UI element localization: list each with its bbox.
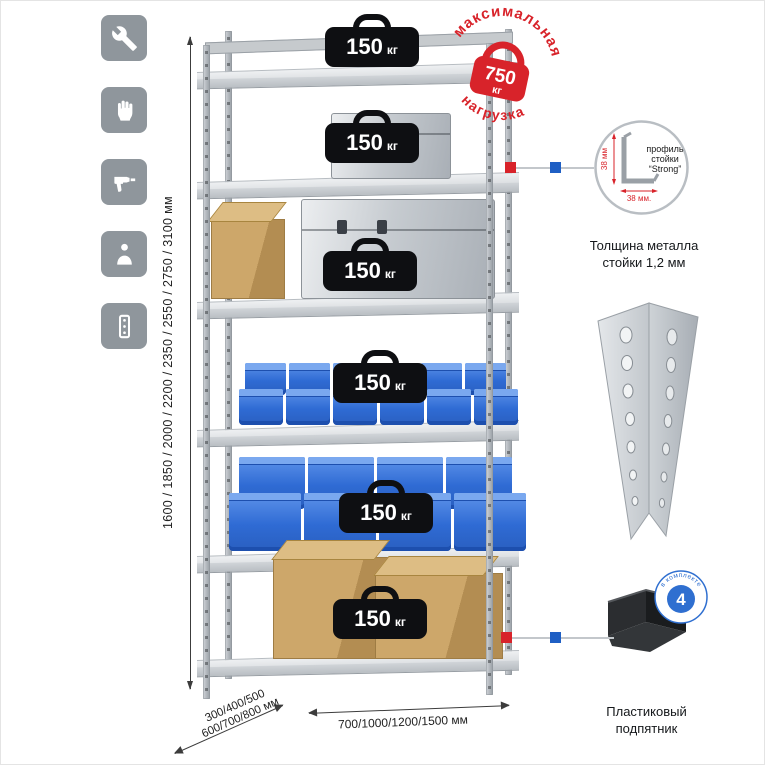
- drill-icon: [101, 159, 147, 205]
- load-unit: кг: [384, 267, 396, 281]
- rack-post-back-left: [225, 31, 232, 679]
- stamp-unit: кг: [491, 84, 504, 98]
- blue-marker-profile: [550, 162, 561, 173]
- shelf-4: [197, 419, 519, 448]
- plastic-bin: [229, 493, 301, 551]
- foot-caption-line2: подпятник: [615, 721, 678, 736]
- person-icon: [101, 231, 147, 277]
- profile-label-1: профиль: [646, 144, 684, 154]
- height-dimension-line: [187, 36, 193, 690]
- gloves-icon: [101, 87, 147, 133]
- included-count-badge: в комплекте 4: [653, 569, 709, 625]
- profile-diagram: 38 мм 38 мм. профиль стойки “Strong”: [594, 120, 689, 215]
- included-count-badge-graphic: в комплекте 4: [654, 570, 708, 624]
- red-marker-profile: [505, 162, 516, 173]
- load-value: 150: [354, 370, 391, 395]
- load-value: 150: [346, 130, 383, 155]
- load-unit: кг: [400, 509, 412, 523]
- rack-post-front-right: [486, 43, 493, 695]
- corner-post-graphic: [597, 302, 699, 541]
- foot-caption: Пластиковый подпятник: [579, 703, 714, 737]
- rack-post-back-right: [505, 29, 512, 675]
- profile-dim-horizontal: 38 мм.: [627, 194, 651, 203]
- load-unit: кг: [394, 379, 406, 393]
- profile-caption-line2: стойки 1,2 мм: [602, 255, 686, 270]
- load-value: 150: [354, 606, 391, 631]
- load-unit: кг: [386, 43, 398, 57]
- plastic-bin: [239, 389, 283, 425]
- badge-value: 4: [676, 590, 686, 609]
- blue-marker-foot: [550, 632, 561, 643]
- svg-text:максимальная: максимальная: [448, 0, 573, 62]
- rack-post-front-left: [203, 45, 210, 699]
- wrench-glyph: [111, 25, 137, 51]
- person-glyph: [116, 243, 132, 265]
- width-dimension-line: [309, 705, 509, 714]
- perforated-post-icon: [101, 303, 147, 349]
- width-dimension-label: 700/1000/1200/1500 мм: [337, 712, 469, 732]
- stamp-weight-body: [469, 56, 530, 102]
- profile-callout-circle: 38 мм 38 мм. профиль стойки “Strong”: [593, 119, 690, 216]
- height-dimension-label: 1600 / 1850 / 2000 / 2200 / 2350 / 2550 …: [161, 196, 175, 530]
- profile-caption: Толщина металла стойки 1,2 мм: [576, 237, 712, 271]
- load-value: 150: [344, 258, 381, 283]
- corner-post-figure: [586, 301, 711, 541]
- plastic-bin: [474, 389, 518, 425]
- stamp-arc-top-text: максимальная: [448, 1, 573, 62]
- load-unit: кг: [386, 139, 398, 153]
- load-value: 150: [360, 500, 397, 525]
- load-unit: кг: [394, 615, 406, 629]
- profile-dim-vertical: 38 мм: [600, 148, 609, 170]
- profile-label-3: “Strong”: [649, 164, 682, 174]
- shelf-3: [197, 291, 519, 320]
- cardboard-box-shelf3: [211, 219, 285, 299]
- stamp-weight-handle: [481, 41, 525, 68]
- profile-angle-shape: [621, 137, 654, 184]
- profile-label-2: стойки: [651, 154, 679, 164]
- red-marker-foot: [501, 632, 512, 643]
- wrench-icon: [101, 15, 147, 61]
- shelf-2: [197, 171, 519, 200]
- foot-caption-line1: Пластиковый: [606, 704, 687, 719]
- plastic-bin: [427, 389, 471, 425]
- plastic-bin: [286, 389, 330, 425]
- drill-glyph: [113, 176, 135, 192]
- profile-angle-hooks: [623, 131, 660, 182]
- gloves-glyph: [117, 100, 132, 121]
- perforated-post-glyph: [118, 314, 130, 338]
- profile-caption-line1: Толщина металла: [589, 238, 699, 253]
- load-value: 150: [346, 34, 383, 59]
